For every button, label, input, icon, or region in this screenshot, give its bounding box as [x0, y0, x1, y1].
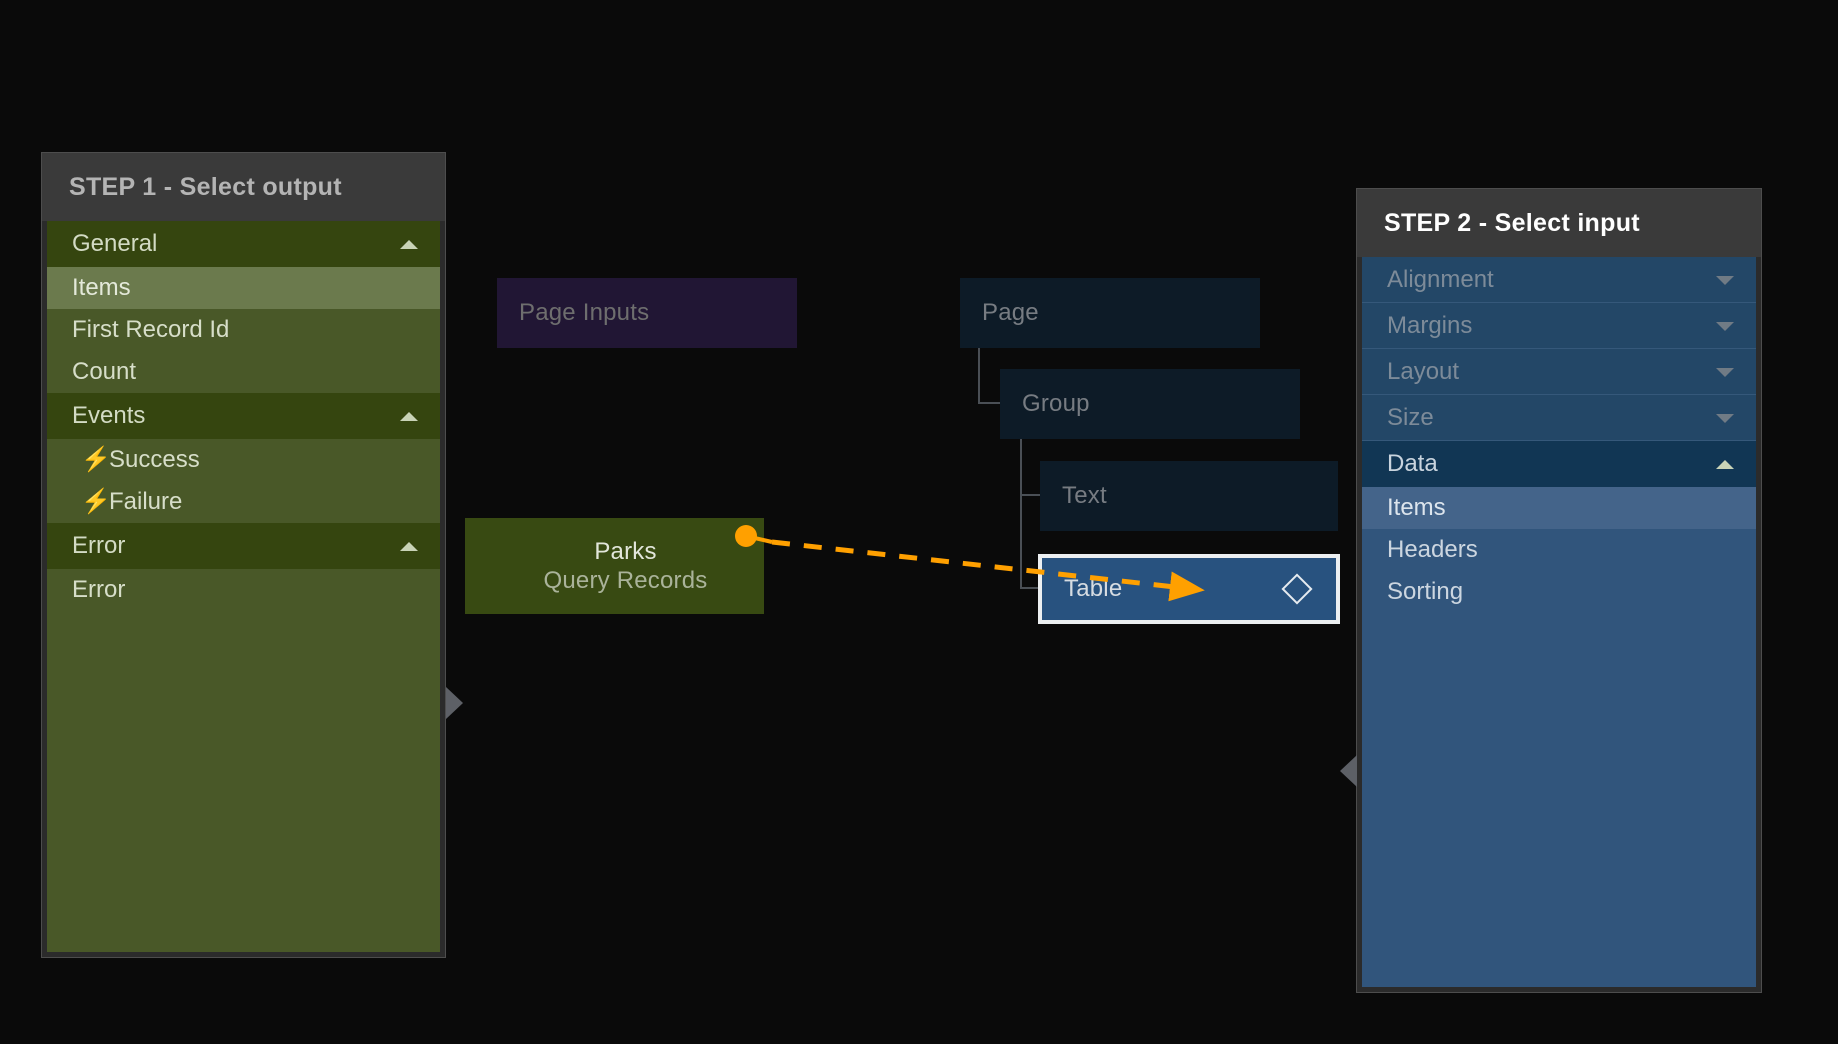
- list-item-headers[interactable]: Headers: [1362, 529, 1756, 571]
- node-text[interactable]: Text: [1040, 461, 1338, 531]
- node-group[interactable]: Group: [1000, 369, 1300, 439]
- node-parks-query-records[interactable]: Parks Query Records: [465, 518, 764, 614]
- section-header-layout[interactable]: Layout: [1362, 349, 1756, 395]
- node-page-inputs[interactable]: Page Inputs: [497, 278, 797, 348]
- lightning-bolt-icon: ⚡: [81, 446, 111, 473]
- node-text-label: Text: [1062, 482, 1107, 509]
- step-1-body[interactable]: General Items First Record Id Count Even…: [47, 221, 440, 952]
- list-item-items[interactable]: Items: [1362, 487, 1756, 529]
- list-item-error-label: Error: [72, 576, 126, 603]
- step-2-panel[interactable]: STEP 2 - Select input Alignment Margins …: [1340, 188, 1762, 993]
- chevron-up-icon[interactable]: [400, 412, 418, 421]
- output-port-arrow-icon: [446, 687, 463, 719]
- section-header-size-label: Size: [1387, 403, 1434, 431]
- section-header-layout-label: Layout: [1387, 357, 1460, 385]
- list-item-success-label: Success: [109, 446, 200, 473]
- step-2-empty-space: [1362, 613, 1756, 987]
- step-1-empty-space: [47, 611, 440, 952]
- list-item-failure[interactable]: ⚡ Failure: [47, 481, 440, 523]
- section-header-general[interactable]: General: [47, 221, 440, 267]
- section-header-general-label: General: [72, 230, 158, 257]
- chevron-down-icon[interactable]: [1716, 275, 1734, 285]
- list-item-sorting[interactable]: Sorting: [1362, 571, 1756, 613]
- node-table-label: Table: [1064, 575, 1123, 602]
- input-port-arrow-icon: [1340, 755, 1357, 787]
- list-item-first-record-id[interactable]: First Record Id: [47, 309, 440, 351]
- node-parks-subtitle: Query Records: [543, 567, 708, 594]
- chevron-down-icon[interactable]: [1716, 413, 1734, 423]
- list-item-items-label: Items: [72, 274, 131, 301]
- node-page[interactable]: Page: [960, 278, 1260, 348]
- list-item-count[interactable]: Count: [47, 351, 440, 393]
- section-header-error[interactable]: Error: [47, 523, 440, 569]
- chevron-down-icon[interactable]: [1716, 321, 1734, 331]
- list-item-items-label: Items: [1387, 494, 1446, 521]
- section-header-events-label: Events: [72, 402, 146, 429]
- section-header-data-label: Data: [1387, 450, 1438, 477]
- step-1-title: STEP 1 - Select output: [42, 153, 445, 221]
- list-item-first-record-id-label: First Record Id: [72, 316, 230, 343]
- chevron-up-icon[interactable]: [400, 240, 418, 249]
- section-header-alignment[interactable]: Alignment: [1362, 257, 1756, 303]
- section-header-data[interactable]: Data: [1362, 441, 1756, 487]
- step-2-body[interactable]: Alignment Margins Layout Size Data Items…: [1362, 257, 1756, 987]
- section-header-events[interactable]: Events: [47, 393, 440, 439]
- node-page-inputs-label: Page Inputs: [519, 299, 650, 326]
- section-header-alignment-label: Alignment: [1387, 265, 1494, 293]
- step-2-title: STEP 2 - Select input: [1357, 189, 1761, 257]
- list-item-sorting-label: Sorting: [1387, 578, 1464, 605]
- list-item-failure-label: Failure: [109, 488, 183, 515]
- list-item-headers-label: Headers: [1387, 536, 1478, 563]
- node-table[interactable]: Table: [1038, 554, 1340, 624]
- step-1-panel[interactable]: STEP 1 - Select output General Items Fir…: [41, 152, 463, 958]
- section-header-margins[interactable]: Margins: [1362, 303, 1756, 349]
- tree-connector-page-group: [978, 348, 1003, 404]
- diamond-icon: [1281, 573, 1313, 605]
- node-page-label: Page: [982, 299, 1039, 326]
- node-parks-title: Parks: [594, 537, 657, 565]
- section-header-size[interactable]: Size: [1362, 395, 1756, 441]
- list-item-items[interactable]: Items: [47, 267, 440, 309]
- chevron-up-icon[interactable]: [400, 542, 418, 551]
- chevron-down-icon[interactable]: [1716, 367, 1734, 377]
- list-item-error[interactable]: Error: [47, 569, 440, 611]
- section-header-margins-label: Margins: [1387, 311, 1473, 339]
- list-item-count-label: Count: [72, 358, 137, 385]
- lightning-bolt-icon: ⚡: [81, 488, 111, 515]
- list-item-success[interactable]: ⚡ Success: [47, 439, 440, 481]
- chevron-up-icon[interactable]: [1716, 460, 1734, 469]
- section-header-error-label: Error: [72, 532, 126, 559]
- node-group-label: Group: [1022, 390, 1090, 417]
